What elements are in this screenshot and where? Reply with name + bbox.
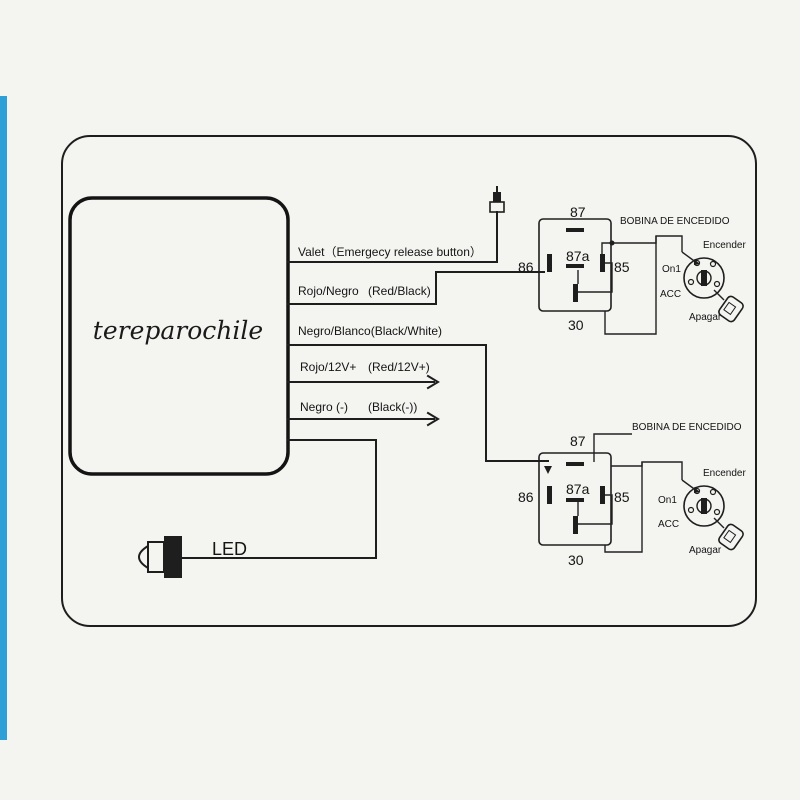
black-ground-label-en: (Black(-))	[368, 400, 417, 414]
black-ground-arrow-icon	[426, 411, 440, 427]
relay-bottom-pin85-mark	[600, 486, 605, 504]
relay-bottom-pin30-label: 30	[568, 552, 584, 568]
switch-bottom-on1-label: On1	[658, 495, 677, 506]
relay-top-switch-wire	[612, 235, 683, 252]
white-black-arrow-icon	[544, 466, 552, 474]
relay-top: 87 87a 86 85 30 BOBINA DE ENCEDIDO	[518, 204, 730, 335]
relay-top-pin85-mark	[600, 254, 605, 272]
switch-top-acc-label: ACC	[660, 289, 681, 300]
switch-top-on1-label: On1	[662, 264, 681, 275]
relay-bottom-pin87-mark	[566, 462, 584, 466]
relay-bottom-pin86-label: 86	[518, 489, 534, 505]
black-ground-label-es: Negro (-)	[300, 400, 348, 414]
relay-top-pin85-label: 85	[614, 259, 630, 275]
control-unit-box	[68, 196, 290, 476]
white-black-wire	[287, 344, 549, 462]
relay-bottom-30-wire	[604, 462, 643, 553]
relay-bottom: 87 87a 86 85 30 BOBINA DE ENCEDIDO	[518, 422, 742, 568]
switch-bottom-off-label: Apagar	[689, 545, 722, 556]
relay-bottom-body	[538, 452, 612, 546]
switch-top-off-label: Apagar	[689, 312, 722, 323]
relay-top-pin86-mark	[547, 254, 552, 272]
relay-bottom-pin86-mark	[547, 486, 552, 504]
red-12v-label-en: (Red/12V+)	[368, 360, 430, 374]
ignition-switch-top: Encender On1 ACC Apagar	[660, 240, 746, 323]
relay-top-pin87-label: 87	[570, 204, 586, 220]
red-12v-arrow-icon	[426, 374, 440, 390]
relay-top-pin87a-mark	[566, 264, 584, 268]
relay-top-coil-label: BOBINA DE ENCEDIDO	[620, 216, 730, 227]
relay-bottom-pin87a-mark	[566, 498, 584, 502]
relay-bottom-pin87a-label: 87a	[566, 481, 590, 497]
red-12v-label-es: Rojo/12V+	[300, 360, 356, 374]
led-label: LED	[212, 539, 247, 559]
valet-wire	[287, 211, 498, 263]
ignition-switch-bottom: Encender On1 ACC Apagar	[658, 468, 746, 556]
valet-button-icon	[489, 186, 505, 213]
led-wire	[181, 439, 377, 559]
relay-bottom-switch-wire	[611, 461, 683, 480]
red-black-label-es: Rojo/Negro	[298, 284, 359, 298]
white-black-label: Negro/Blanco(Black/White)	[298, 324, 442, 338]
relay-top-pin30-label: 30	[568, 317, 584, 333]
switch-bottom-acc-label: ACC	[658, 519, 679, 530]
control-unit-brand: tereparochile	[93, 316, 263, 345]
led-icon	[138, 536, 182, 578]
switch-top-on-label: Encender	[703, 240, 746, 251]
relay-top-coil-node	[609, 240, 615, 246]
relay-bottom-pin85-label: 85	[614, 489, 630, 505]
relay-top-pin87-mark	[566, 228, 584, 232]
diagram-frame	[61, 135, 757, 627]
relay-top-body	[538, 218, 612, 312]
relay-top-pin87a-label: 87a	[566, 248, 590, 264]
relay-bottom-coil-label: BOBINA DE ENCEDIDO	[632, 422, 742, 433]
switch-bottom-on-label: Encender	[703, 468, 746, 479]
valet-wire-label: Valet（Emergecy release button）	[298, 245, 482, 259]
red-black-wire	[287, 271, 545, 305]
ignition-key-top-icon	[713, 289, 725, 301]
relay-top-30-wire	[604, 236, 657, 335]
relay-top-pin30-mark	[573, 284, 578, 302]
left-edge-accent	[0, 96, 7, 740]
relay-bottom-pin87-label: 87	[570, 433, 586, 449]
red-black-label-en: (Red/Black)	[368, 284, 431, 298]
relay-bottom-pin30-mark	[573, 516, 578, 534]
ignition-key-bottom-icon	[713, 517, 725, 529]
relay-top-pin86-label: 86	[518, 259, 534, 275]
